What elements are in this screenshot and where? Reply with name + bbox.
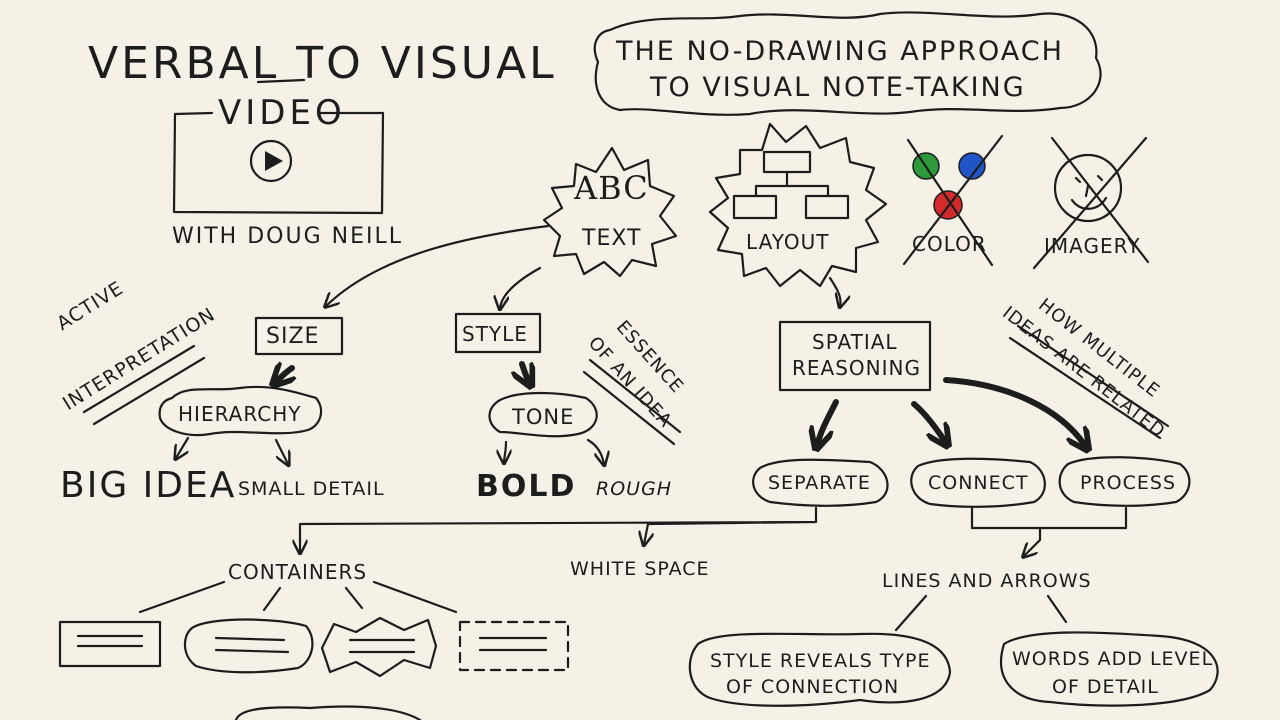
- title-cloud: [593, 11, 1102, 116]
- face-icon: [1053, 153, 1123, 223]
- color-cross-out: [902, 134, 1004, 267]
- abc-label: ABC: [574, 169, 649, 207]
- words-add-cloud: [1000, 631, 1219, 707]
- arrow-to-white-space: [644, 522, 648, 544]
- separate-bracket: [298, 506, 818, 544]
- arrow-to-process: [943, 377, 1084, 444]
- container-branches: [138, 580, 458, 614]
- interpretation-lines: [82, 344, 206, 426]
- arrow-to-style: [500, 266, 542, 308]
- spiky-container: [320, 616, 438, 678]
- style-reveals-label: STYLE REVEALS TYPE: [710, 650, 931, 672]
- size-box: [254, 316, 344, 356]
- arrow-to-separate: [818, 399, 839, 442]
- cloud-container: [183, 618, 314, 674]
- spatial-box: [778, 320, 932, 392]
- layout-icon-box: [732, 194, 778, 220]
- bold-label: BOLD: [476, 469, 577, 504]
- header-subtitle: VIDEO: [218, 93, 346, 133]
- arrow-to-size: [326, 224, 550, 306]
- imagery-label: IMAGERY: [1044, 234, 1141, 258]
- arrow-to-bold: [504, 440, 506, 462]
- rough-label: ROUGH: [596, 478, 673, 500]
- color-label: COLOR: [912, 232, 987, 256]
- of-connection-label: OF CONNECTION: [726, 676, 900, 698]
- byline: WITH DOUG NEILL: [172, 224, 403, 249]
- imagery-cross-out: [1032, 136, 1150, 270]
- lines-branches: [894, 594, 1068, 632]
- containers-label: CONTAINERS: [228, 560, 368, 584]
- face-features: [1070, 174, 1108, 210]
- small-detail-label: SMALL DETAIL: [238, 478, 385, 500]
- text-label: TEXT: [582, 226, 642, 251]
- play-button-circle: [249, 139, 293, 183]
- separate-label: SEPARATE: [768, 472, 871, 494]
- tone-cloud: [488, 391, 598, 438]
- arrow-to-connect: [911, 401, 944, 440]
- arrow-to-big-idea: [176, 436, 190, 458]
- arrow-to-rough: [586, 438, 604, 464]
- layout-icon-connector: [754, 170, 830, 198]
- separate-cloud: [752, 458, 889, 507]
- container-scribbles: [76, 634, 548, 654]
- title-line-1: THE NO-DRAWING APPROACH: [616, 36, 1064, 67]
- white-space-label: WHITE SPACE: [570, 558, 710, 580]
- spatial-label: SPATIAL: [812, 330, 898, 354]
- rect-container: [58, 620, 162, 668]
- related-lines: [1008, 324, 1170, 440]
- text-badge: [542, 146, 678, 278]
- process-cloud: [1058, 456, 1191, 507]
- arrow-to-spatial: [828, 276, 841, 306]
- partial-cloud: [234, 705, 422, 720]
- words-add-label: WORDS ADD LEVEL: [1012, 648, 1214, 670]
- hierarchy-cloud: [158, 385, 323, 437]
- lines-bracket: [970, 506, 1128, 556]
- hierarchy-label: HIERARCHY: [178, 402, 302, 426]
- video-frame: [172, 111, 385, 215]
- arrow-to-small-detail: [274, 438, 288, 464]
- layout-icon-box: [762, 150, 812, 174]
- arrow-to-hierarchy: [278, 368, 292, 380]
- to-underline: [256, 78, 306, 84]
- layout-label: LAYOUT: [746, 230, 830, 254]
- connect-label: CONNECT: [928, 472, 1029, 494]
- layout-badge: [708, 122, 888, 288]
- of-detail-label: OF DETAIL: [1052, 676, 1159, 698]
- essence-lines: [582, 358, 682, 446]
- tone-label: TONE: [512, 405, 575, 429]
- style-reveals-cloud: [688, 632, 952, 707]
- blue-dot: [958, 152, 986, 180]
- big-idea-label: BIG IDEA: [60, 465, 237, 506]
- connect-cloud: [910, 457, 1046, 508]
- reasoning-label: REASONING: [792, 356, 921, 380]
- play-icon: [265, 151, 283, 171]
- lines-arrows-label: LINES AND ARROWS: [882, 570, 1092, 592]
- process-label: PROCESS: [1080, 472, 1177, 494]
- size-label: SIZE: [266, 324, 320, 349]
- style-box: [454, 312, 542, 354]
- style-label: STYLE: [462, 322, 528, 346]
- title-line-2: TO VISUAL NOTE-TAKING: [650, 72, 1026, 103]
- arrow-to-tone: [522, 361, 528, 380]
- layout-icon-box: [804, 194, 850, 220]
- dashed-container: [458, 620, 570, 672]
- header-title: VERBAL TO VISUAL: [88, 38, 557, 89]
